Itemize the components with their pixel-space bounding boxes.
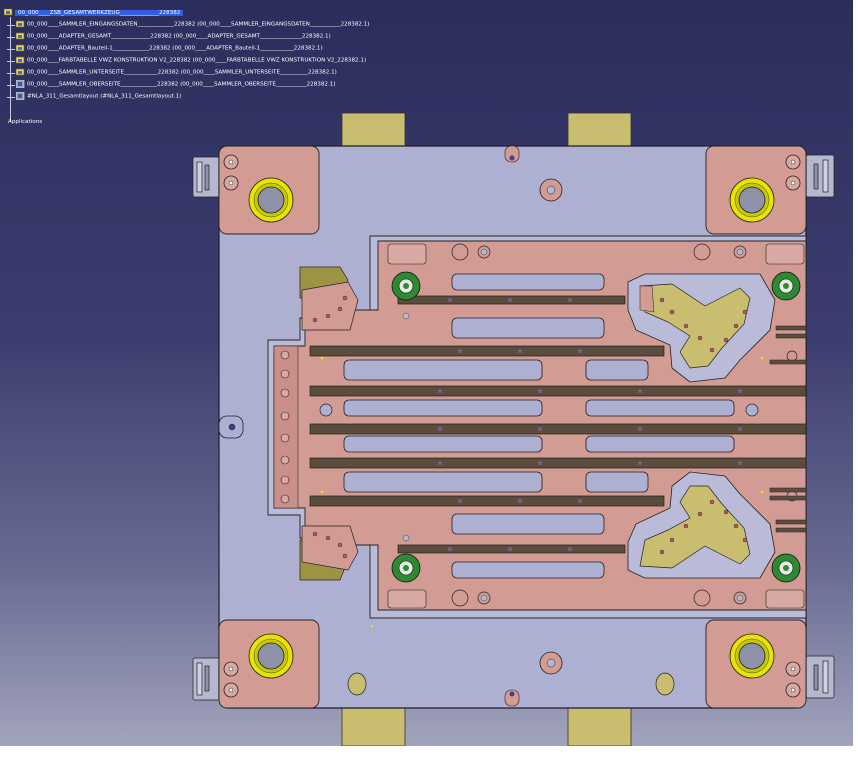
tree-item[interactable]: 00_000____SAMMLER_EINGANGSDATEN_________… (15, 20, 370, 29)
tree-item-label: 00_000____SAMMLER_EINGANGSDATEN_________… (27, 21, 370, 28)
cad-model-view[interactable] (0, 0, 853, 746)
tree-connector (7, 61, 15, 62)
tree-root-label: 00_000____ZSB_GESAMTWERKZEUG____________… (15, 9, 184, 16)
tree-connector (7, 97, 15, 98)
tree-item[interactable]: 00_000____ADAPTER_Bauteil-1_____________… (15, 44, 323, 53)
tree-item-label: 00_000____SAMMLER_UNTERSEITE____________… (27, 69, 337, 76)
tree-item[interactable]: 00_000____ADAPTER_GESAMT______________22… (15, 32, 331, 41)
tree-applications-label: Applications (8, 119, 43, 125)
tree-item[interactable]: 00_000____SAMMLER_OBERSEITE_____________… (15, 79, 336, 89)
olive-pad-bottom-right (655, 672, 675, 696)
tree-connector (7, 49, 15, 50)
tree-connector (7, 37, 15, 38)
tree-item[interactable]: #NLA_311_Gesamtlayout (#NLA_311_Gesamtla… (15, 91, 182, 101)
corner-bushing-group (248, 177, 775, 679)
tree-item-label: 00_000____ADAPTER_GESAMT______________22… (27, 33, 331, 40)
olive-block-bottom-right (567, 707, 632, 746)
tree-item[interactable]: 00_000____FARBTABELLE VWZ KONSTRUKTION V… (15, 56, 367, 65)
tree-item-label: 00_000____SAMMLER_OBERSEITE_____________… (27, 81, 336, 88)
tree-item-label: #NLA_311_Gesamtlayout (#NLA_311_Gesamtla… (27, 93, 182, 100)
product-icon (15, 44, 25, 52)
tree-connector (7, 85, 15, 86)
specification-tree[interactable]: 00_000____ZSB_GESAMTWERKZEUG____________… (3, 8, 444, 133)
tree-item-label: 00_000____ADAPTER_Bauteil-1_____________… (27, 45, 323, 52)
product-icon (15, 68, 25, 76)
tree-item[interactable]: 00_000____SAMMLER_UNTERSEITE____________… (15, 68, 337, 77)
left-strip-bolt-group (280, 350, 290, 504)
window-border-bottom (0, 746, 858, 758)
olive-pad-bottom-left (347, 672, 367, 696)
olive-block-top-left (341, 112, 406, 149)
tree-connector (7, 73, 15, 74)
slot-group (343, 273, 735, 579)
side-clamp-group (192, 154, 835, 701)
olive-block-bottom-left (341, 707, 406, 746)
tree-connector (7, 25, 15, 26)
window-border-right (853, 0, 858, 758)
product-icon (15, 20, 25, 28)
product-icon (15, 32, 25, 40)
product-icon (15, 56, 25, 64)
green-roller-group (391, 271, 801, 583)
part-icon (15, 79, 25, 89)
tree-applications-node[interactable]: Applications (8, 118, 42, 127)
tree-connector (10, 17, 11, 122)
olive-block-top-right (567, 112, 632, 149)
tree-root-node[interactable]: 00_000____ZSB_GESAMTWERKZEUG____________… (3, 8, 184, 17)
tree-item-label: 00_000____FARBTABELLE VWZ KONSTRUKTION V… (27, 57, 367, 64)
product-icon (3, 8, 13, 16)
part-icon (15, 91, 25, 101)
